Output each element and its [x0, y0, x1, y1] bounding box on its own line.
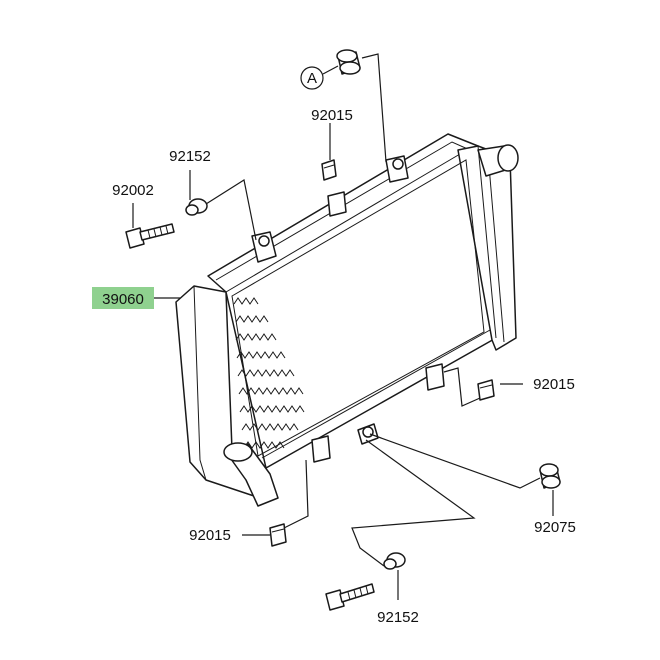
upper-hose-neck [477, 144, 519, 177]
grommet-top [336, 49, 361, 75]
callout-nut-bottom[interactable]: 92015 [189, 527, 231, 544]
ref-mark-label: A [307, 70, 317, 87]
callout-collar-top-left[interactable]: 92152 [169, 148, 211, 165]
callout-nut-right[interactable]: 92015 [533, 376, 575, 393]
radiator-assembly [175, 133, 519, 507]
part-number-highlight [92, 287, 154, 309]
radiator-fins [233, 297, 305, 449]
leader-lines [132, 53, 554, 600]
ref-mark-a: A [300, 66, 324, 90]
clip-nut-right [477, 379, 495, 401]
callout-grommet[interactable]: 92075 [534, 519, 576, 536]
bolt-bottom [325, 583, 375, 611]
clip-nut-top [321, 159, 337, 181]
lower-hose-neck [223, 442, 279, 507]
callout-bolt[interactable]: 92002 [112, 182, 154, 199]
callout-nut-top[interactable]: 92015 [311, 107, 353, 124]
mounting-tabs [251, 155, 445, 463]
collar-top-left [185, 198, 208, 216]
clip-nut-bottom [269, 523, 287, 547]
grommet-right [539, 463, 561, 489]
collar-bottom [383, 552, 406, 570]
bolt [125, 223, 175, 249]
callout-collar-bottom[interactable]: 92152 [377, 609, 419, 626]
callout-radiator[interactable]: 39060 [102, 291, 144, 308]
